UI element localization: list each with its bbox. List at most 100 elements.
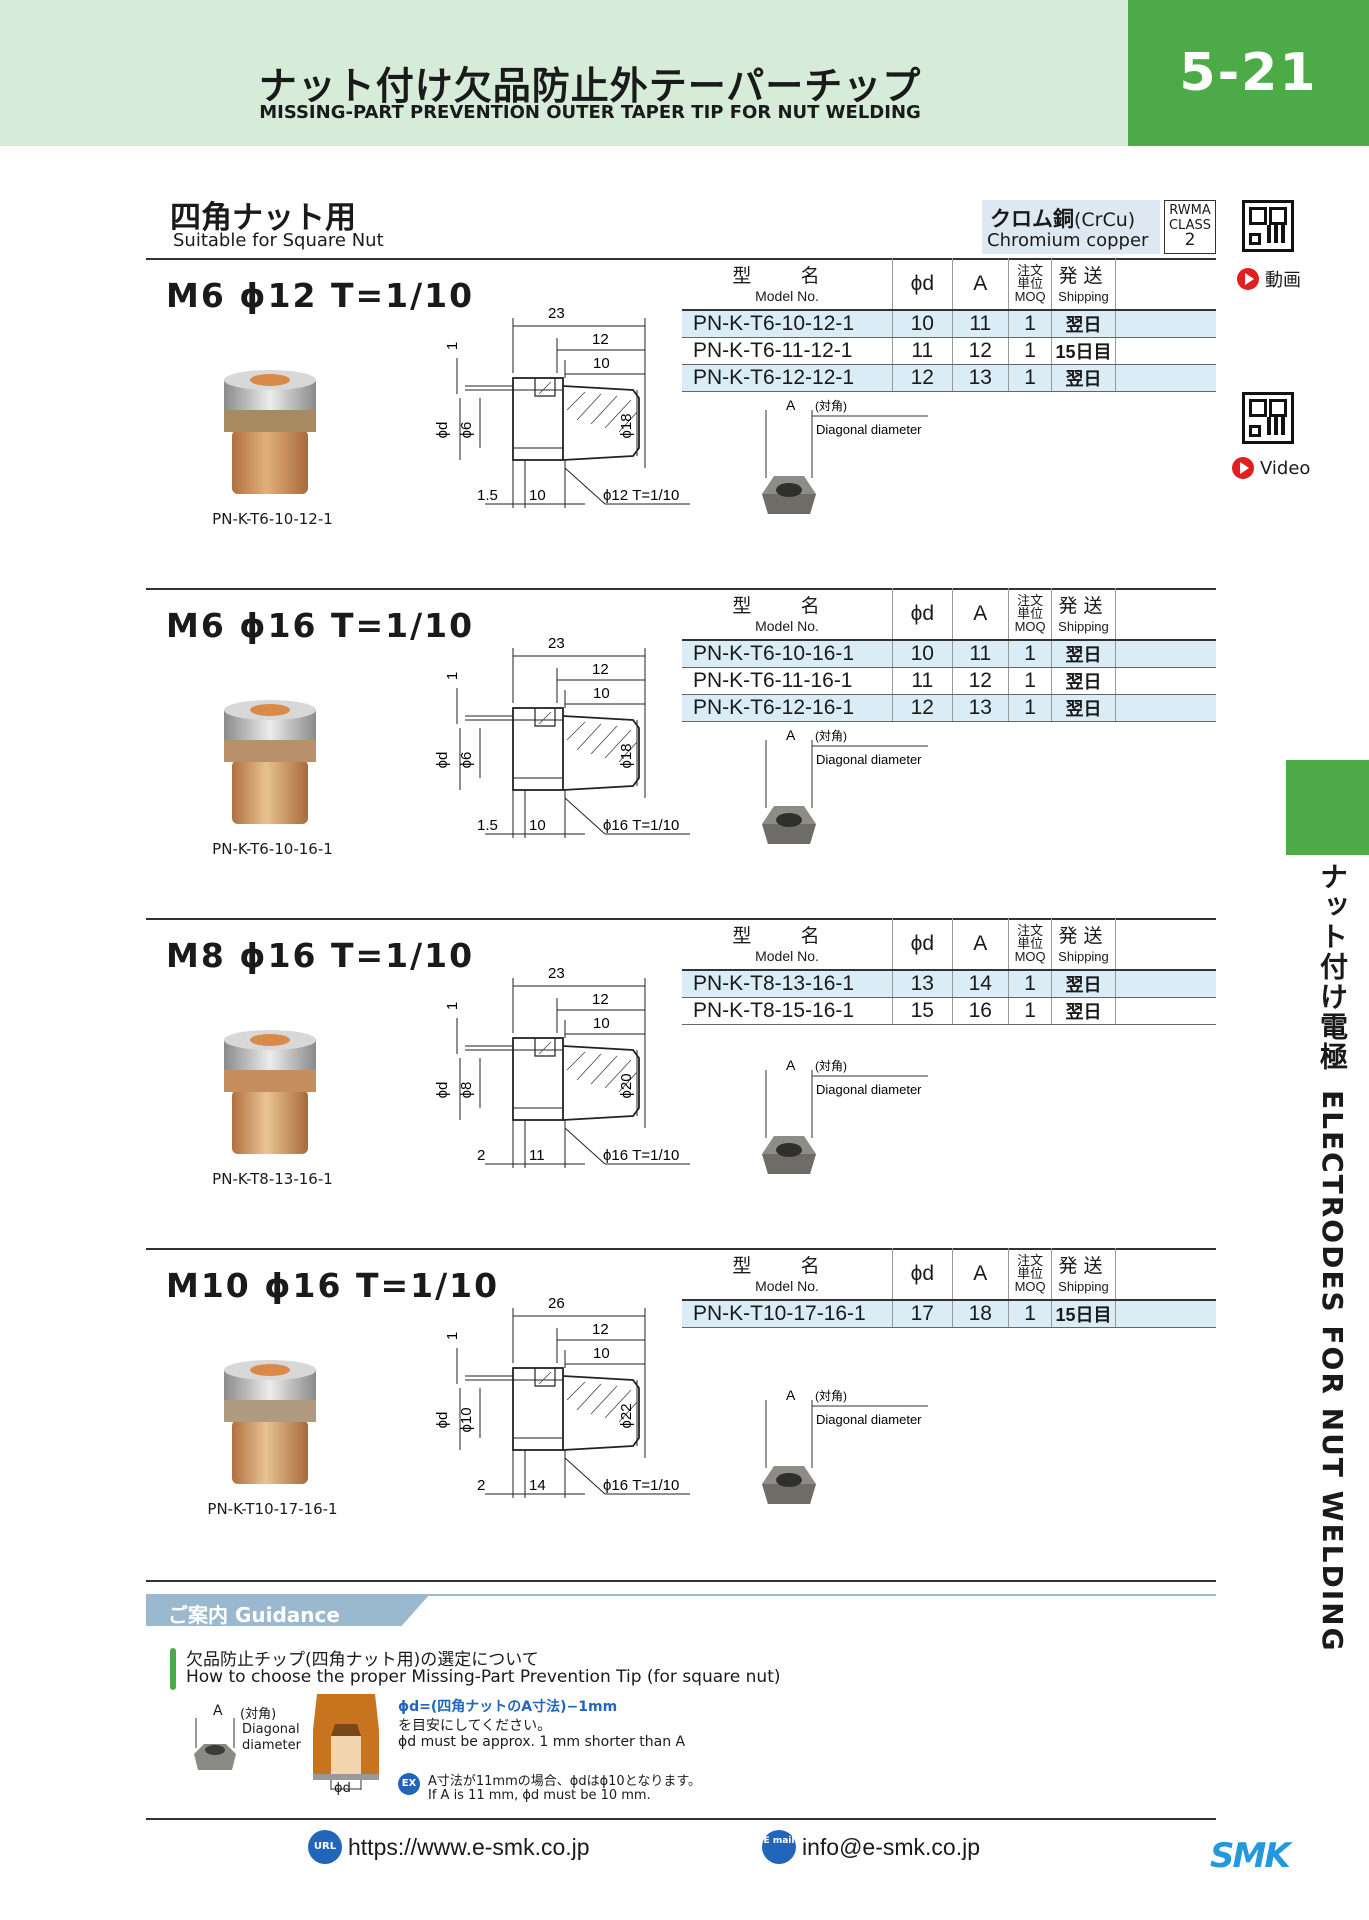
section-title: 四角ナット用 (170, 200, 356, 236)
table-row: PN-K-T8-15-16-1 15 16 1 翌日 (682, 997, 1216, 1025)
guidance-header: ご案内 Guidance (146, 1594, 430, 1626)
phid-cell: 17 (892, 1300, 953, 1328)
qr-code-video-jp[interactable] (1242, 200, 1294, 252)
table-row: PN-K-T6-12-16-1 12 13 1 翌日 (682, 694, 1216, 722)
svg-text:A: A (786, 728, 796, 743)
col-a: A (952, 918, 1010, 971)
svg-text:(対角): (対角) (815, 399, 847, 413)
svg-text:ϕ18: ϕ18 (618, 413, 635, 438)
svg-text:ϕd: ϕd (434, 1412, 451, 1429)
material-en: Chromium copper (987, 230, 1149, 251)
svg-text:10: 10 (593, 1015, 610, 1032)
svg-text:Diagonal diameter: Diagonal diameter (816, 752, 922, 767)
header-band (0, 0, 1128, 146)
bullet-marker (170, 1648, 176, 1690)
play-icon (1237, 268, 1259, 290)
website-link[interactable]: https://www.e-smk.co.jp (348, 1834, 590, 1860)
nut-figure (194, 1718, 236, 1770)
svg-text:12: 12 (592, 661, 609, 678)
a-cell: 11 (952, 640, 1010, 668)
a-cell: 12 (952, 667, 1010, 695)
moq-cell: 1 (1008, 667, 1053, 695)
a-cell: 18 (952, 1300, 1010, 1328)
video-link-jp[interactable]: 動画 (1237, 266, 1301, 292)
dimension-drawing: 23 12 10 1 ϕd ϕ8 ϕ20 2 11 ϕ16 T=1/10 (434, 965, 690, 1168)
page-subtitle: MISSING-PART PREVENTION OUTER TAPER TIP … (259, 102, 921, 123)
moq-cell: 1 (1008, 640, 1053, 668)
svg-text:11: 11 (529, 1147, 545, 1164)
qr-code-video-en[interactable] (1242, 392, 1294, 444)
col-a: A (952, 258, 1010, 311)
rwma-class-box: RWMA CLASS 2 (1164, 200, 1216, 254)
page-number: 5-21 (1128, 0, 1369, 146)
product-caption: PN-K-T6-10-12-1 (212, 510, 333, 528)
model-cell: PN-K-T6-11-16-1 (682, 667, 894, 695)
shipping-cell: 翌日 (1051, 310, 1116, 338)
svg-text:(対角): (対角) (815, 1059, 847, 1073)
col-phid: ϕd (892, 588, 953, 641)
formula: ϕd=(四角ナットのA寸法)−1mm (398, 1699, 618, 1715)
model-cell: PN-K-T6-10-12-1 (682, 310, 894, 338)
svg-text:ϕ6: ϕ6 (458, 422, 475, 439)
svg-text:ϕ16 T=1/10: ϕ16 T=1/10 (603, 817, 679, 834)
formula-jp: を目安にしてください。 (398, 1718, 552, 1734)
svg-text:26: 26 (548, 1295, 565, 1312)
phid-cell: 15 (892, 997, 953, 1025)
smk-logo: SMK (1210, 1836, 1291, 1876)
moq-cell: 1 (1008, 310, 1053, 338)
material-jp: クロム銅(CrCu) (990, 207, 1136, 231)
table-row: PN-K-T6-12-12-1 12 13 1 翌日 (682, 364, 1216, 392)
side-tab (1286, 760, 1369, 855)
shipping-cell: 15日目 (1051, 1300, 1116, 1328)
svg-text:1: 1 (444, 342, 461, 350)
moq-cell: 1 (1008, 1300, 1053, 1328)
example-en: If A is 11 mm, ϕd must be 10 mm. (428, 1788, 651, 1803)
svg-text:A: A (786, 1058, 796, 1073)
svg-text:1: 1 (444, 1002, 461, 1010)
dimension-drawing: 23 12 10 1 ϕd ϕ6 ϕ18 1.5 10 ϕ12 T=1/10 (434, 305, 690, 508)
email-link[interactable]: info@e-smk.co.jp (802, 1834, 981, 1860)
phid-cell: 13 (892, 970, 953, 998)
fig-diag-jp: (対角) (240, 1707, 277, 1722)
side-category-label: ナット付け電極ELECTRODES FOR NUT WELDING (1316, 862, 1349, 1653)
product-photo (224, 1030, 316, 1154)
svg-text:ϕ10: ϕ10 (458, 1407, 475, 1432)
svg-text:ϕ20: ϕ20 (618, 1073, 635, 1098)
table-row: PN-K-T6-11-16-1 11 12 1 翌日 (682, 667, 1216, 695)
product-caption: PN-K-T6-10-16-1 (212, 840, 333, 858)
a-cell: 13 (952, 364, 1010, 392)
page-title: ナット付け欠品防止外テーパーチップ (258, 64, 922, 108)
col-phid: ϕd (892, 258, 953, 311)
svg-text:23: 23 (548, 965, 565, 982)
video-link-en[interactable]: Video (1232, 457, 1310, 479)
moq-cell: 1 (1008, 337, 1053, 365)
phid-cell: 11 (892, 337, 953, 365)
svg-text:A: A (786, 398, 796, 413)
svg-text:Diagonal diameter: Diagonal diameter (816, 1082, 922, 1097)
svg-text:1: 1 (444, 672, 461, 680)
shipping-cell: 翌日 (1051, 694, 1116, 722)
table-row: PN-K-T8-13-16-1 13 14 1 翌日 (682, 970, 1216, 998)
shipping-cell: 翌日 (1051, 997, 1116, 1025)
a-cell: 13 (952, 694, 1010, 722)
model-cell: PN-K-T8-15-16-1 (682, 997, 894, 1025)
material-box: クロム銅(CrCu) Chromium copper (982, 200, 1160, 254)
svg-text:(対角): (対角) (815, 729, 847, 743)
model-cell: PN-K-T6-12-16-1 (682, 694, 894, 722)
fig-a-label: A (213, 1703, 223, 1719)
moq-cell: 1 (1008, 970, 1053, 998)
